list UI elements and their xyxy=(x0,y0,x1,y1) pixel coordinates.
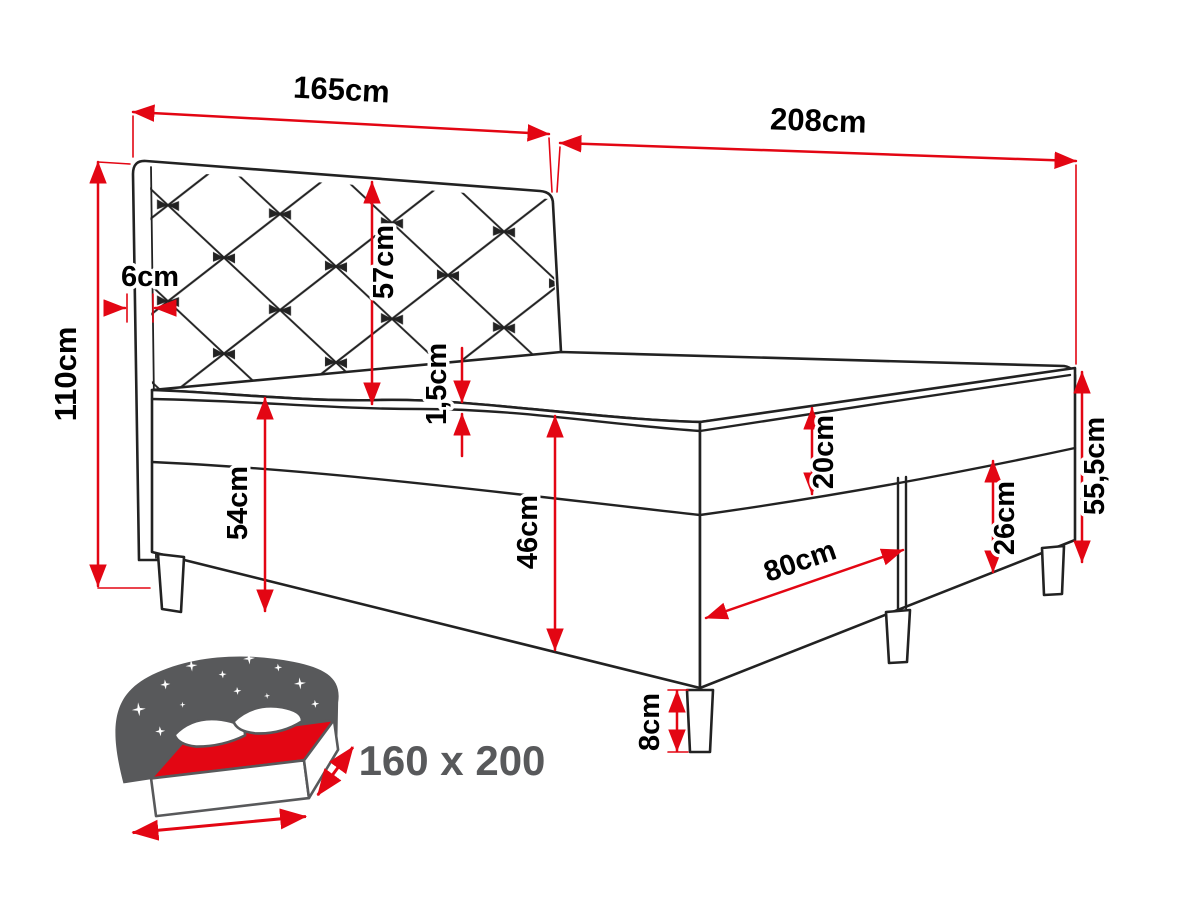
leg-foot-middle xyxy=(884,608,912,665)
dim-label-54cm: 54cm xyxy=(222,466,254,540)
dimension-mattress-and-base: 46cm xyxy=(509,414,564,652)
dim-label-55-5cm: 55,5cm xyxy=(1079,417,1111,515)
dimension-foot-total-height: 55,5cm xyxy=(1073,370,1115,564)
dim-label-208cm: 208cm xyxy=(770,101,868,139)
dimension-headboard-depth: 6cm xyxy=(103,258,183,323)
bed-legs xyxy=(156,544,1066,754)
pictogram-pillow-left xyxy=(173,717,247,748)
topper-line-side xyxy=(150,397,702,433)
dim-line xyxy=(704,548,905,620)
bed-seams xyxy=(150,373,1077,612)
dim-label-26cm: 26cm xyxy=(989,481,1021,555)
topper-line-foot xyxy=(698,373,1072,433)
dimension-headboard-width: 165cm xyxy=(131,66,553,193)
dimension-headboard-height: 110cm xyxy=(45,160,151,589)
dimension-bed-length: 208cm xyxy=(556,98,1078,365)
dim-line xyxy=(558,135,1078,169)
dimension-headboard-above-mattress: 57cm xyxy=(363,180,404,406)
leg-front-left xyxy=(156,552,186,614)
mattress-base-seam-side xyxy=(150,460,702,517)
dimension-leg-height: 8cm xyxy=(631,689,689,755)
headboard-tufting xyxy=(150,170,559,389)
dim-label-6cm: 6cm xyxy=(121,261,179,293)
pictogram-width-arrow xyxy=(131,808,308,841)
dim-label-8cm: 8cm xyxy=(634,693,666,751)
ext-line xyxy=(548,137,553,193)
pictogram-length-arrow xyxy=(316,746,355,797)
dimension-topper-thickness: 1,5cm xyxy=(418,339,471,458)
pictogram-bed-icon xyxy=(115,652,355,841)
mattress-base-seam-foot xyxy=(698,446,1077,517)
pictogram-stars xyxy=(131,652,320,737)
dimension-floor-to-mattress-top: 54cm xyxy=(219,396,274,613)
dim-label-46cm: 46cm xyxy=(512,495,544,569)
leg-foot-far xyxy=(1040,544,1066,597)
leg-front-right xyxy=(685,688,715,754)
dim-label-20cm: 20cm xyxy=(808,415,840,489)
dimension-mattress-height: 20cm xyxy=(803,406,844,496)
pictogram-pillow-right xyxy=(232,705,304,735)
dim-line xyxy=(131,104,551,142)
ext-line xyxy=(556,146,561,193)
size-pictogram: 160 x 200 xyxy=(115,652,546,841)
dim-label-110cm: 110cm xyxy=(48,327,83,422)
dim-label-165cm: 165cm xyxy=(292,70,390,110)
dim-label-57cm: 57cm xyxy=(368,225,400,299)
dimension-base-height: 26cm xyxy=(984,459,1025,574)
ext-line xyxy=(97,161,131,165)
dim-label-1-5cm: 1,5cm xyxy=(421,343,453,425)
size-label: 160 x 200 xyxy=(359,737,546,784)
